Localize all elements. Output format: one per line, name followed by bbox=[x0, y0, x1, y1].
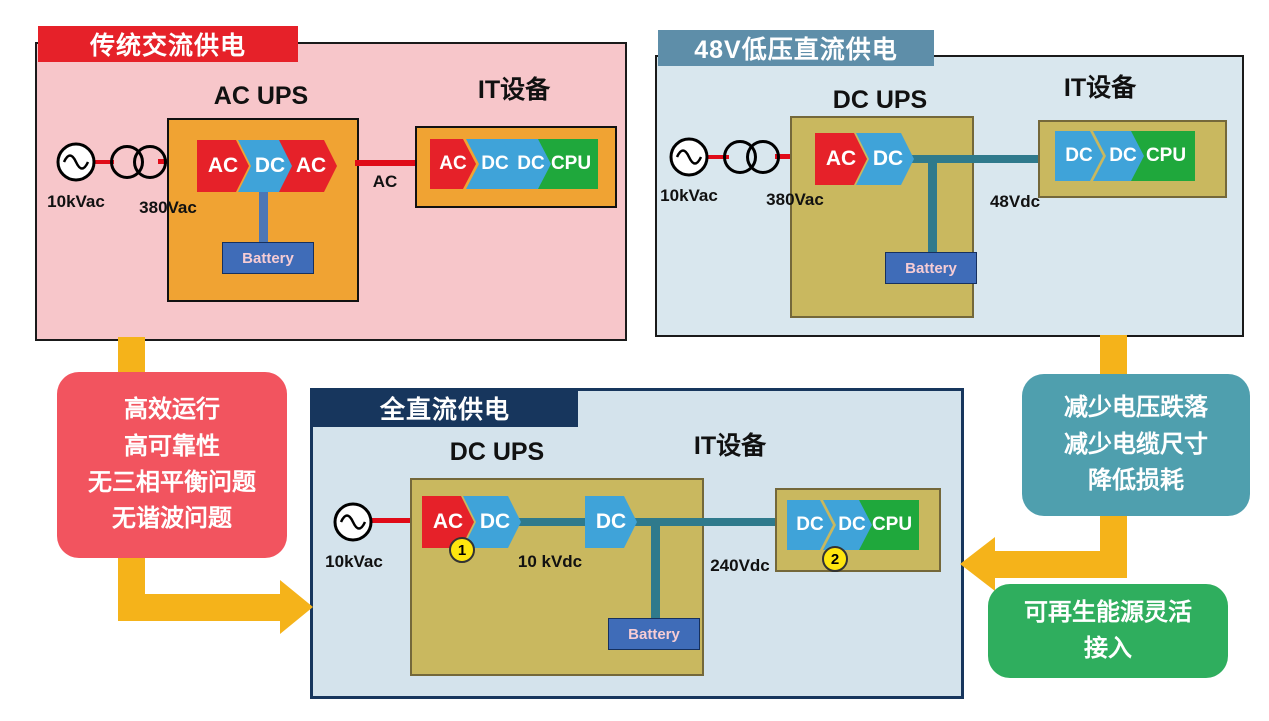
battery-box-fulldc: Battery bbox=[608, 618, 700, 650]
transformer-icon-ac bbox=[109, 143, 169, 186]
generator-icon-ac bbox=[55, 141, 97, 188]
marker-2: 2 bbox=[822, 546, 848, 572]
callout-left-line2: 高可靠性 bbox=[124, 432, 220, 460]
label-source-voltage-48v: 10kVac bbox=[660, 186, 718, 205]
marker-1: 1 bbox=[449, 537, 475, 563]
battery-link-ac bbox=[259, 192, 268, 242]
label-240vdc: 240Vdc bbox=[710, 556, 770, 575]
label-it-equipment-ac: IT设备 bbox=[477, 76, 551, 104]
arrow-left-horizontal bbox=[118, 594, 280, 621]
battery-link-48v bbox=[928, 161, 937, 252]
transformer-icon-48v bbox=[722, 138, 782, 181]
callout-right-line3: 降低损耗 bbox=[1088, 467, 1184, 495]
banner-full-dc-title: 全直流供电 bbox=[312, 389, 578, 427]
power-line-gen-to-transformer-48v bbox=[707, 155, 729, 159]
label-48vdc-line: 48Vdc bbox=[989, 192, 1041, 211]
dc-bus-ups-to-it-48v bbox=[905, 155, 1040, 163]
converter-block-dc-fulldc: DC bbox=[585, 496, 637, 548]
callout-renewable-energy: 可再生能源灵活 接入 bbox=[988, 584, 1228, 678]
callout-right-line2: 减少电缆尺寸 bbox=[1064, 430, 1208, 458]
battery-box-ac: Battery bbox=[222, 242, 314, 274]
callout-left-benefits: 高效运行 高可靠性 无三相平衡问题 无谐波问题 bbox=[57, 372, 287, 558]
callout-green-line2: 接入 bbox=[1084, 635, 1132, 662]
banner-48v-title: 48V低压直流供电 bbox=[658, 30, 934, 66]
callout-right-benefits: 减少电压跌落 减少电缆尺寸 降低损耗 bbox=[1022, 374, 1250, 516]
label-source-voltage-ac: 10kVac bbox=[47, 192, 105, 211]
label-it-equipment-48v: IT设备 bbox=[1063, 74, 1137, 102]
label-transformer-voltage-48v: 380Vac bbox=[766, 190, 824, 209]
label-transformer-voltage-ac: 380Vac bbox=[139, 198, 197, 217]
power-line-ups-to-it-ac bbox=[355, 160, 417, 166]
arrow-right-head-icon bbox=[960, 537, 995, 591]
label-it-equipment-fulldc: IT设备 bbox=[693, 432, 767, 460]
dc-bus-10kv-fulldc bbox=[512, 518, 588, 526]
power-line-gen-to-rectifier-fulldc bbox=[372, 518, 426, 523]
callout-right-line1: 减少电压跌落 bbox=[1064, 394, 1208, 422]
callout-left-line4: 无谐波问题 bbox=[112, 505, 232, 533]
battery-box-48v: Battery bbox=[885, 252, 977, 284]
cpu-block-48v: CPU bbox=[1131, 131, 1195, 181]
callout-green-line1: 可再生能源灵活 bbox=[1024, 598, 1192, 626]
label-source-voltage-fulldc: 10kVac bbox=[325, 552, 383, 571]
label-dc-ups-48v: DC UPS bbox=[832, 86, 928, 114]
arrow-left-head-icon bbox=[280, 580, 313, 634]
callout-left-line1: 高效运行 bbox=[124, 396, 220, 424]
generator-icon-48v bbox=[668, 136, 710, 183]
label-ac-line: AC bbox=[372, 172, 398, 191]
rectifier-block-ac-48v: AC bbox=[815, 133, 867, 185]
rectifier-block-dc-48v: DC bbox=[856, 133, 914, 185]
label-10kvdc: 10 kVdc bbox=[517, 552, 583, 571]
battery-link-fulldc bbox=[651, 524, 660, 618]
label-dc-ups-fulldc: DC UPS bbox=[449, 438, 545, 466]
converter-block-ac-1: AC bbox=[197, 140, 249, 192]
generator-icon-fulldc bbox=[332, 501, 374, 548]
arrow-right-horizontal bbox=[995, 551, 1127, 578]
power-line-gen-to-transformer-ac bbox=[94, 160, 114, 164]
dc-bus-240v-fulldc bbox=[634, 518, 777, 526]
banner-traditional-ac-title: 传统交流供电 bbox=[38, 26, 298, 62]
callout-left-line3: 无三相平衡问题 bbox=[88, 469, 256, 496]
label-ac-ups: AC UPS bbox=[213, 82, 309, 110]
